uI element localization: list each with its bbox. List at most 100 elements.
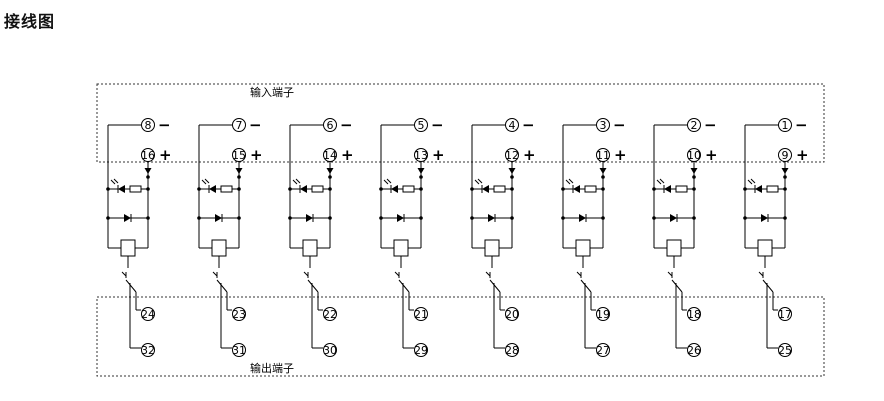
pos-input-pin: 14 [323,148,337,162]
pin-circle [505,118,519,132]
polarity-arrow-icon [599,168,607,174]
resistor-icon [402,185,415,193]
neg-input-pin: 7 [232,118,246,132]
polarity-arrow-icon [144,168,152,174]
switch-stub [212,271,218,277]
led-icon [482,185,489,193]
polarity-arrow-icon [508,168,516,174]
pin-number: 31 [232,344,246,357]
output-pin-a: 23 [232,307,246,321]
relay-coil-icon [393,239,409,257]
pin-number: 3 [600,119,607,132]
led-ray [386,178,392,184]
pos-input-pin: 11 [596,148,610,162]
relay-coil-icon [666,239,682,257]
led-ray [113,178,119,184]
neg-input-pin: 8 [141,118,155,132]
pos-input-pin: 9 [778,148,792,162]
switch-blade [762,279,774,293]
relay-coil-icon [302,239,318,257]
pin-number: 17 [778,308,792,321]
pin-number: 4 [509,119,516,132]
output-pin-a: 17 [778,307,792,321]
led-icon [573,185,580,193]
junction-dot [146,175,150,179]
diode-icon [124,214,131,222]
diode-icon [397,214,404,222]
led-ray [568,178,574,184]
pin-number: 6 [327,119,334,132]
switch-stub [394,271,400,277]
minus-sign: − [613,116,626,134]
pin-circle [414,118,428,132]
led-icon [118,185,125,193]
led-ray [656,179,662,185]
polarity-arrow-icon [417,168,425,174]
pin-circle [687,118,701,132]
diode-icon [670,214,677,222]
pin-circle [323,307,337,321]
pin-number: 15 [232,149,246,162]
led-ray [292,179,298,185]
pos-input-pin: 12 [505,148,519,162]
led-icon [300,185,307,193]
resistor-icon [311,185,324,193]
neg-input-pin: 6 [323,118,337,132]
pos-input-pin: 16 [141,148,155,162]
neg-input-pin: 3 [596,118,610,132]
pin-number: 30 [323,344,337,357]
resistor-icon [220,185,233,193]
pin-number: 20 [505,308,519,321]
pin-circle [414,307,428,321]
neg-input-pin: 4 [505,118,519,132]
pin-circle [232,343,246,357]
plus-sign: + [523,146,536,164]
output-pin-b: 27 [596,343,610,357]
switch-stub [758,271,764,277]
pin-number: 14 [323,149,337,162]
pin-number: 13 [414,149,428,162]
polarity-arrow-icon [235,168,243,174]
relay-coil-icon [484,239,500,257]
led-ray [295,178,301,184]
junction-dot [419,175,423,179]
pos-input-pin: 15 [232,148,246,162]
diode-icon [488,214,495,222]
junction-dot [601,187,605,191]
input-terminal-box [96,83,825,163]
led-ray [477,178,483,184]
output-pin-a: 21 [414,307,428,321]
pin-circle [232,118,246,132]
junction-dot [510,187,514,191]
polarity-arrow-icon [781,168,789,174]
resistor-icon [129,185,142,193]
junction-dot [652,187,656,191]
junction-dot [601,175,605,179]
input-terminal-label: 输入端子 [250,85,294,99]
relay-coil-icon [211,239,227,257]
led-icon [391,185,398,193]
output-pin-a: 18 [687,307,701,321]
pin-circle [778,343,792,357]
junction-dot [510,175,514,179]
neg-input-pin: 2 [687,118,701,132]
switch-stub [667,271,673,277]
switch-blade [125,279,137,293]
pos-input-pin: 10 [687,148,701,162]
led-icon [209,185,216,193]
junction-dot [288,187,292,191]
junction-dot [743,187,747,191]
pin-circle [141,307,155,321]
junction-dot [146,187,150,191]
pin-circle [505,307,519,321]
pin-number: 16 [141,149,155,162]
output-pin-b: 26 [687,343,701,357]
pin-number: 5 [418,119,425,132]
neg-input-pin: 5 [414,118,428,132]
junction-dot [783,187,787,191]
junction-dot [692,175,696,179]
